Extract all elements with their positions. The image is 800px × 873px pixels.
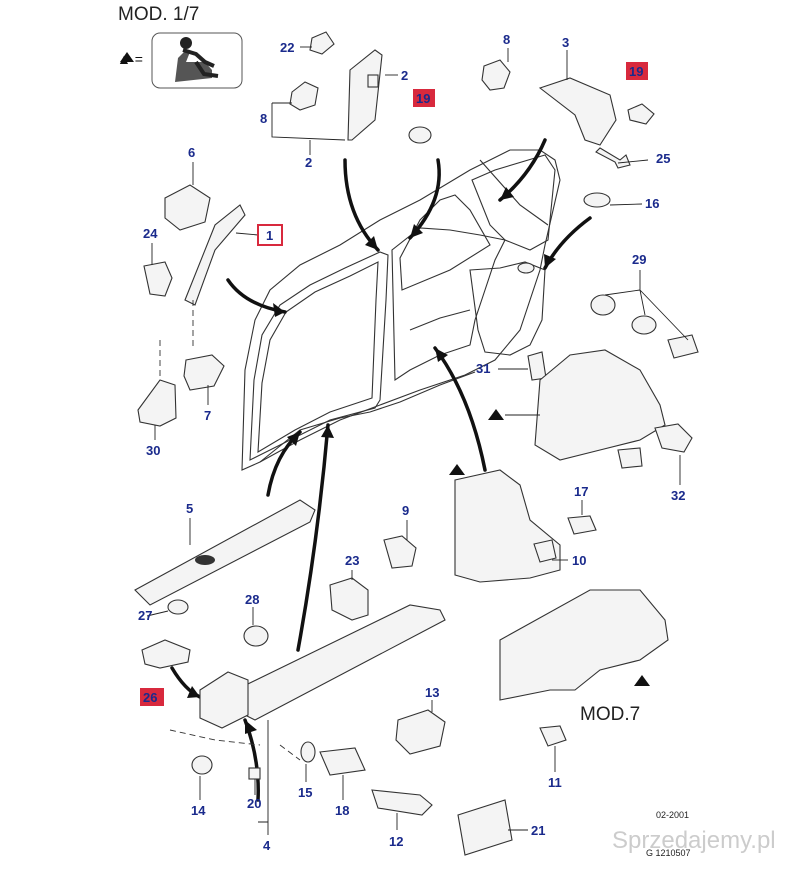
callout-22: 22 xyxy=(280,40,294,55)
dashed-lines xyxy=(159,300,301,761)
callout-15: 15 xyxy=(298,785,312,800)
callout-5: 5 xyxy=(186,501,193,516)
callout-19: 19 xyxy=(416,91,430,106)
callout-6: 6 xyxy=(188,145,195,160)
footer-date: 02-2001 xyxy=(656,810,689,820)
callout-24: 24 xyxy=(143,226,158,241)
callout-10: 10 xyxy=(572,553,586,568)
callout-31: 31 xyxy=(476,361,490,376)
callout-17: 17 xyxy=(574,484,588,499)
callout-18: 18 xyxy=(335,803,349,818)
callout-13: 13 xyxy=(425,685,439,700)
outline-box-1 xyxy=(257,224,283,246)
callout-19: 19 xyxy=(629,64,643,79)
callout-12: 12 xyxy=(389,834,403,849)
callout-29: 29 xyxy=(632,252,646,267)
leader-lines xyxy=(146,46,689,835)
highlight-19-left xyxy=(413,89,435,107)
callout-8: 8 xyxy=(260,111,267,126)
assembly-arrows xyxy=(170,138,592,802)
callout-16: 16 xyxy=(645,196,659,211)
callout-8: 8 xyxy=(503,32,510,47)
watermark: Sprzedajemy.pl xyxy=(612,827,776,854)
highlight-26 xyxy=(140,688,164,706)
highlight-19-right xyxy=(626,62,648,80)
seat-icon xyxy=(151,32,243,89)
callout-2: 2 xyxy=(401,68,408,83)
model-title: MOD. 1/7 xyxy=(118,4,199,25)
side-panel-body xyxy=(241,149,561,471)
callout-32: 32 xyxy=(671,488,685,503)
callout-11: 11 xyxy=(548,775,562,790)
callout-27: 27 xyxy=(138,608,152,623)
mod7-label: MOD.7 xyxy=(580,704,640,725)
callout-2: 2 xyxy=(305,155,312,170)
callout-26: 26 xyxy=(143,690,157,705)
callout-7: 7 xyxy=(204,408,211,423)
seat-marker-triangles xyxy=(120,52,650,686)
callout-20: 20 xyxy=(247,796,261,811)
callout-14: 14 xyxy=(191,803,206,818)
callout-1: 1 xyxy=(266,228,273,243)
footer-code: G 1210507 xyxy=(646,848,691,858)
callout-28: 28 xyxy=(245,592,259,607)
callout-4: 4 xyxy=(263,838,271,853)
callout-23: 23 xyxy=(345,553,359,568)
callout-9: 9 xyxy=(402,503,409,518)
callout-25: 25 xyxy=(656,151,670,166)
callout-30: 30 xyxy=(146,443,160,458)
parts xyxy=(134,31,699,856)
callout-3: 3 xyxy=(562,35,569,50)
callout-21: 21 xyxy=(531,823,545,838)
callout-labels: 22 2 8 2 19 8 3 19 25 6 1 16 24 29 31 7 … xyxy=(138,32,685,853)
